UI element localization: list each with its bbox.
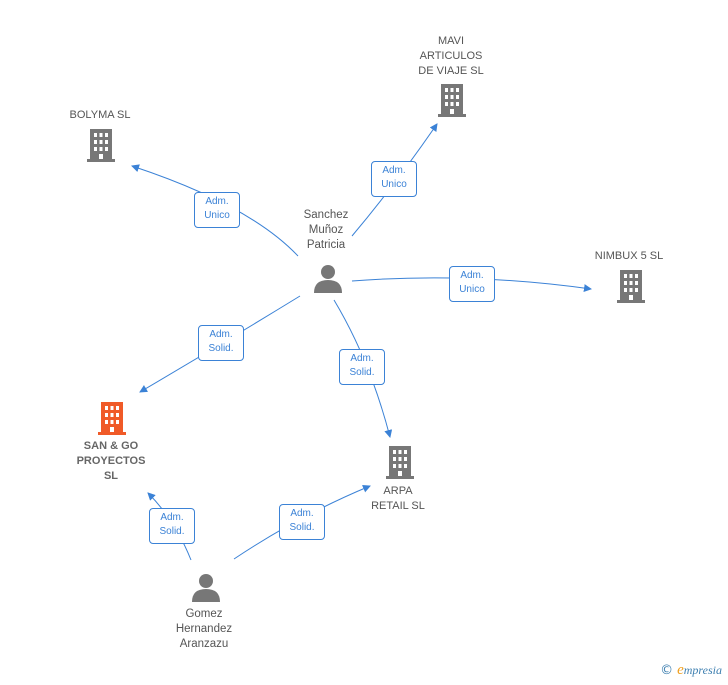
building-icon[interactable] (617, 270, 645, 303)
brand-name: mpresia (683, 663, 722, 677)
building-icon[interactable] (386, 446, 414, 479)
edge-label-sanchez-sango: Adm. Solid. (198, 325, 244, 361)
node-label-gomez[interactable]: Gomez Hernandez Aranzazu (175, 608, 233, 650)
edge-label-sanchez-nimbux: Adm. Unico (449, 266, 495, 302)
brand-footer: ©empresia (660, 662, 722, 679)
edge-label-gomez-arpa: Adm. Solid. (279, 504, 325, 540)
building-icon[interactable] (98, 402, 126, 435)
node-label-sanchez[interactable]: Sanchez Muñoz Patricia (303, 209, 349, 251)
building-icon[interactable] (87, 129, 115, 162)
building-icon[interactable] (438, 84, 466, 117)
person-icon[interactable] (192, 574, 220, 602)
node-label-bolyma[interactable]: BOLYMA SL (69, 109, 131, 121)
node-label-nimbux[interactable]: NIMBUX 5 SL (594, 250, 664, 262)
edge-label-gomez-sango: Adm. Solid. (149, 508, 195, 544)
node-label-arpa[interactable]: ARPA RETAIL SL (371, 485, 425, 512)
node-label-sango[interactable]: SAN & GO PROYECTOS SL (76, 440, 146, 482)
edge-label-sanchez-bolyma: Adm. Unico (194, 192, 240, 228)
brand-initial: e (677, 662, 684, 678)
copyright-symbol: © (660, 663, 674, 678)
node-label-mavi[interactable]: MAVI ARTICULOS DE VIAJE SL (418, 35, 484, 77)
edge-label-sanchez-mavi: Adm. Unico (371, 161, 417, 197)
person-icon[interactable] (314, 265, 342, 293)
edge-label-sanchez-arpa: Adm. Solid. (339, 349, 385, 385)
